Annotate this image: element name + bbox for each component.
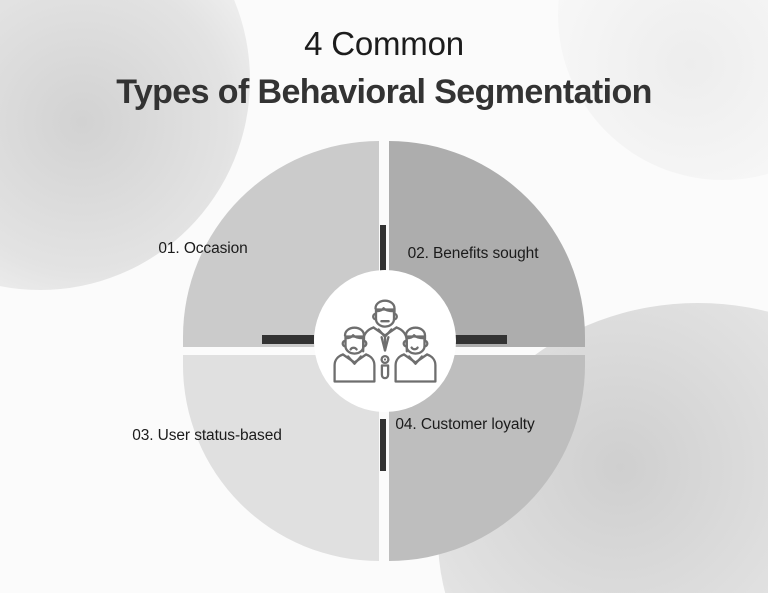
segment-label-customer-loyalty: 04. Customer loyalty <box>395 416 535 433</box>
accent-bar-left <box>262 335 314 344</box>
page-title: 4 Common Types of Behavioral Segmentatio… <box>0 24 768 114</box>
title-line-primary: 4 Common <box>304 25 464 62</box>
accent-bar-bottom <box>380 419 386 471</box>
segment-label-benefits-sought: 02. Benefits sought <box>407 245 539 262</box>
accent-bar-top <box>380 225 386 273</box>
title-line-secondary: Types of Behavioral Segmentation <box>116 73 652 112</box>
accent-bar-right <box>455 335 507 344</box>
segment-label-user-status: 03. User status-based <box>132 427 282 444</box>
segment-label-occasion: 01. Occasion <box>158 240 248 257</box>
group-of-people-icon <box>333 299 437 383</box>
center-circle <box>314 270 456 412</box>
